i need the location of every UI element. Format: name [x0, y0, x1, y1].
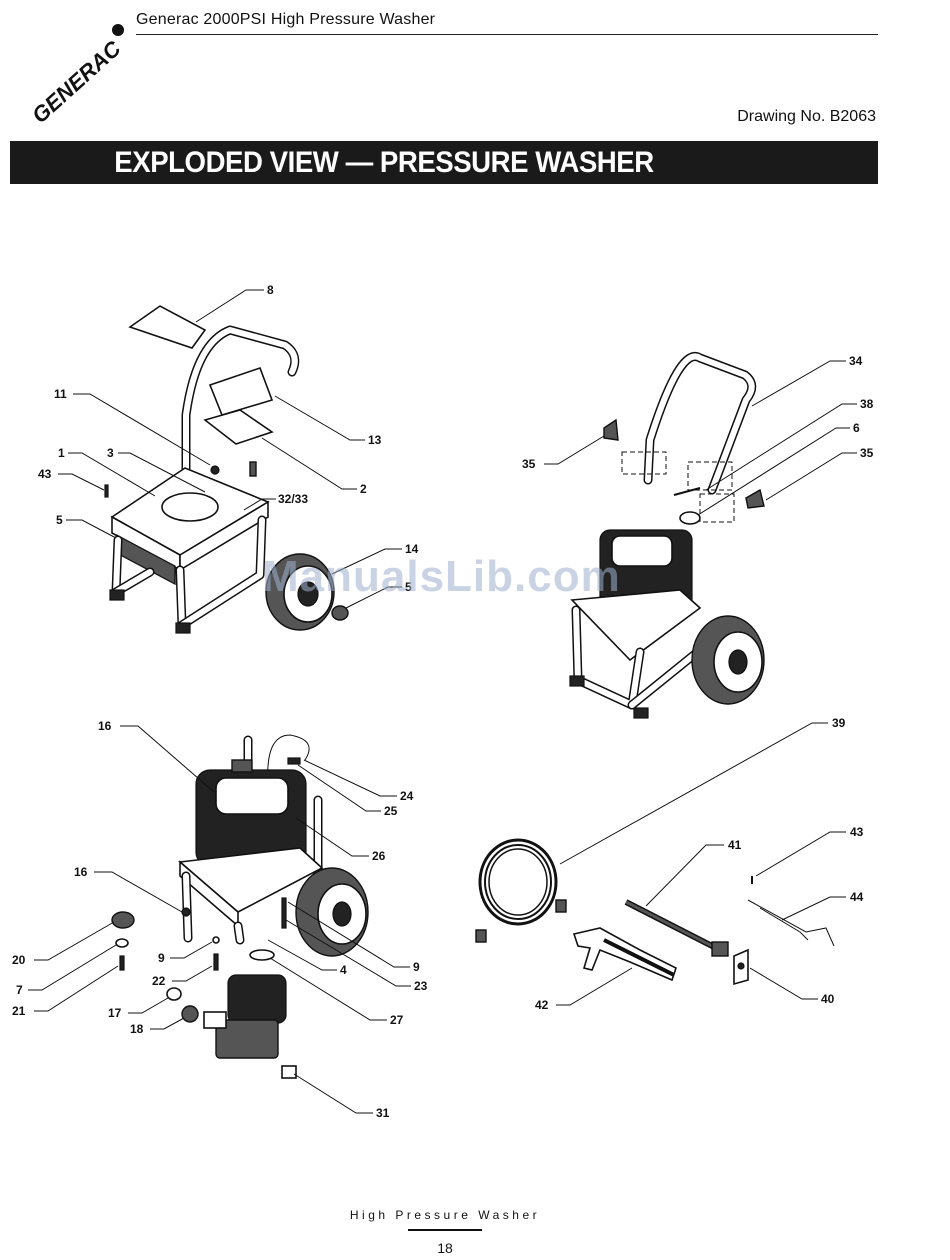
panel-part — [210, 368, 272, 415]
footer-rule — [408, 1229, 482, 1231]
callout-38: 38 — [860, 397, 874, 411]
callout-16a: 16 — [98, 719, 112, 733]
handle-assembly-drawing — [570, 356, 764, 718]
callout-8: 8 — [267, 283, 274, 297]
handle-callouts: 34 38 6 35 35 — [522, 354, 874, 515]
callout-31: 31 — [376, 1106, 390, 1120]
decal-part-2 — [205, 410, 272, 444]
callout-13: 13 — [368, 433, 382, 447]
callout-9a: 9 — [158, 951, 165, 965]
callout-1: 1 — [58, 446, 65, 460]
callout-41: 41 — [728, 838, 742, 852]
callout-9b: 9 — [413, 960, 420, 974]
callout-24: 24 — [400, 789, 414, 803]
callout-25: 25 — [384, 804, 398, 818]
callout-32-33: 32/33 — [278, 492, 308, 506]
callout-23: 23 — [414, 979, 428, 993]
watermark: ManualsLib.com — [262, 552, 621, 602]
callout-4: 4 — [340, 963, 347, 977]
callout-43b: 43 — [850, 825, 864, 839]
callout-21: 21 — [12, 1004, 26, 1018]
callout-42: 42 — [535, 998, 549, 1012]
callout-27: 27 — [390, 1013, 404, 1027]
callout-26: 26 — [372, 849, 386, 863]
callout-43a: 43 — [38, 467, 52, 481]
callout-44: 44 — [850, 890, 864, 904]
callout-35a: 35 — [522, 457, 536, 471]
callout-11: 11 — [54, 387, 67, 401]
callout-16b: 16 — [74, 865, 88, 879]
callout-3: 3 — [107, 446, 114, 460]
callout-22: 22 — [152, 974, 166, 988]
callout-7: 7 — [16, 983, 23, 997]
callout-35b: 35 — [860, 446, 874, 460]
footer-title: High Pressure Washer — [0, 1208, 890, 1222]
callout-5a: 5 — [56, 513, 63, 527]
callout-6: 6 — [853, 421, 860, 435]
callout-34: 34 — [849, 354, 863, 368]
callout-18: 18 — [130, 1022, 144, 1036]
callout-2: 2 — [360, 482, 367, 496]
page-number: 18 — [0, 1240, 890, 1256]
callout-17: 17 — [108, 1006, 122, 1020]
callout-40: 40 — [821, 992, 835, 1006]
callout-20: 20 — [12, 953, 26, 967]
decal-part — [130, 306, 205, 348]
callout-39: 39 — [832, 716, 846, 730]
